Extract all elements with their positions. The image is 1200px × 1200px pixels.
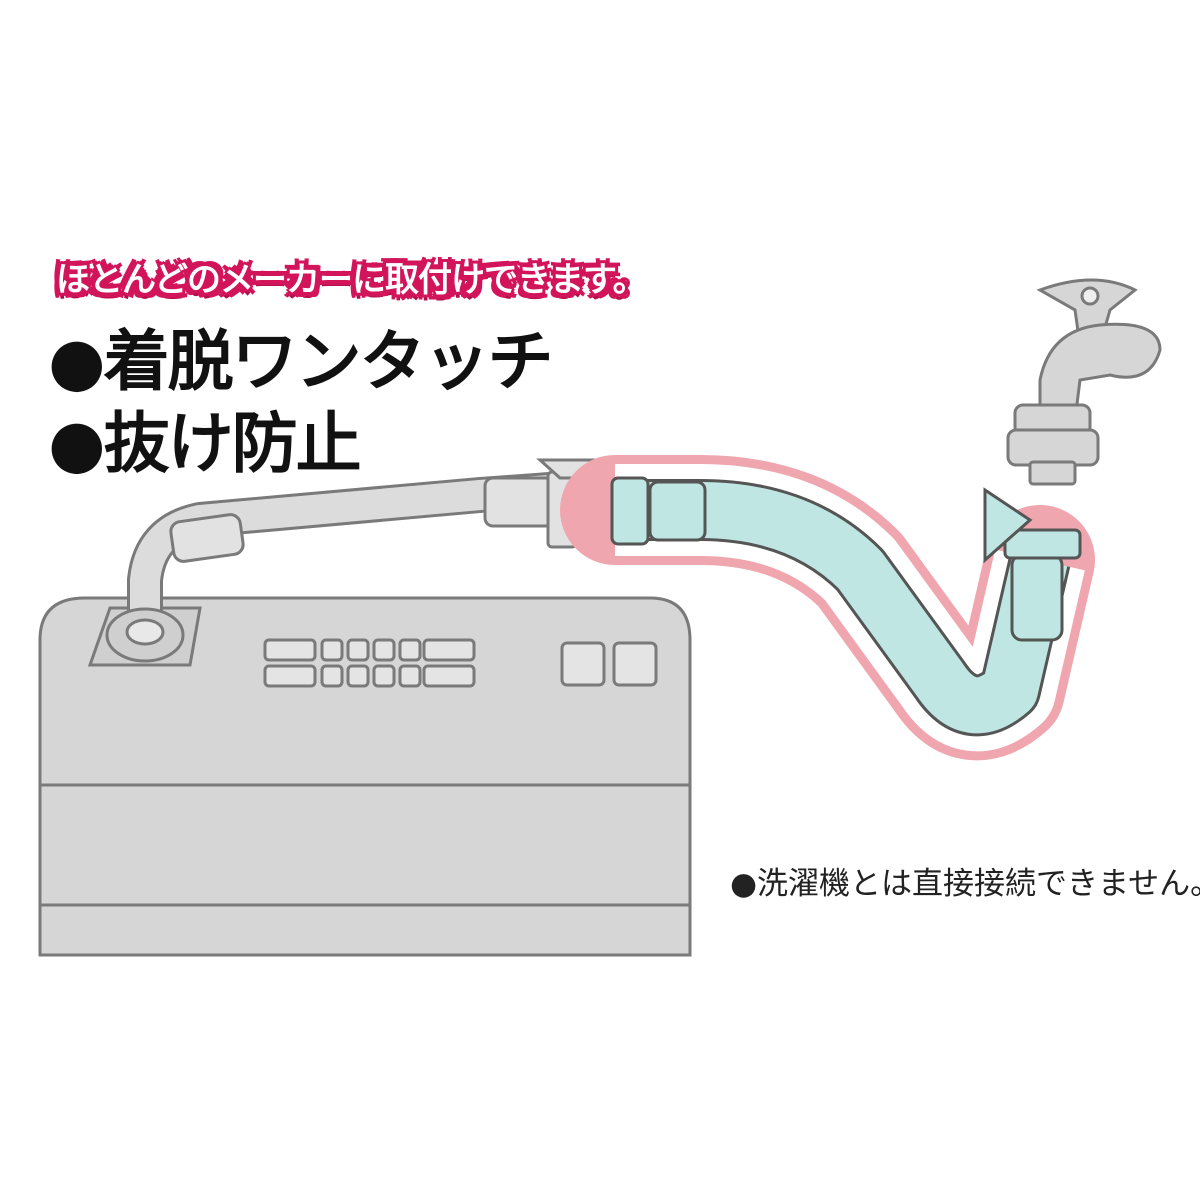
feature-one-touch: ●着脱ワンタッチ [48, 323, 554, 400]
compatibility-note: ●洗濯機とは直接接続できません。 [730, 866, 1200, 902]
feature-anti-slip: ●抜け防止 [48, 405, 362, 482]
connector-hose [560, 455, 1095, 761]
machine-hose [105, 458, 610, 663]
compatibility-tagline: ほとんどのメーカーに取付けできます。 [56, 260, 647, 300]
faucet [1006, 278, 1162, 486]
